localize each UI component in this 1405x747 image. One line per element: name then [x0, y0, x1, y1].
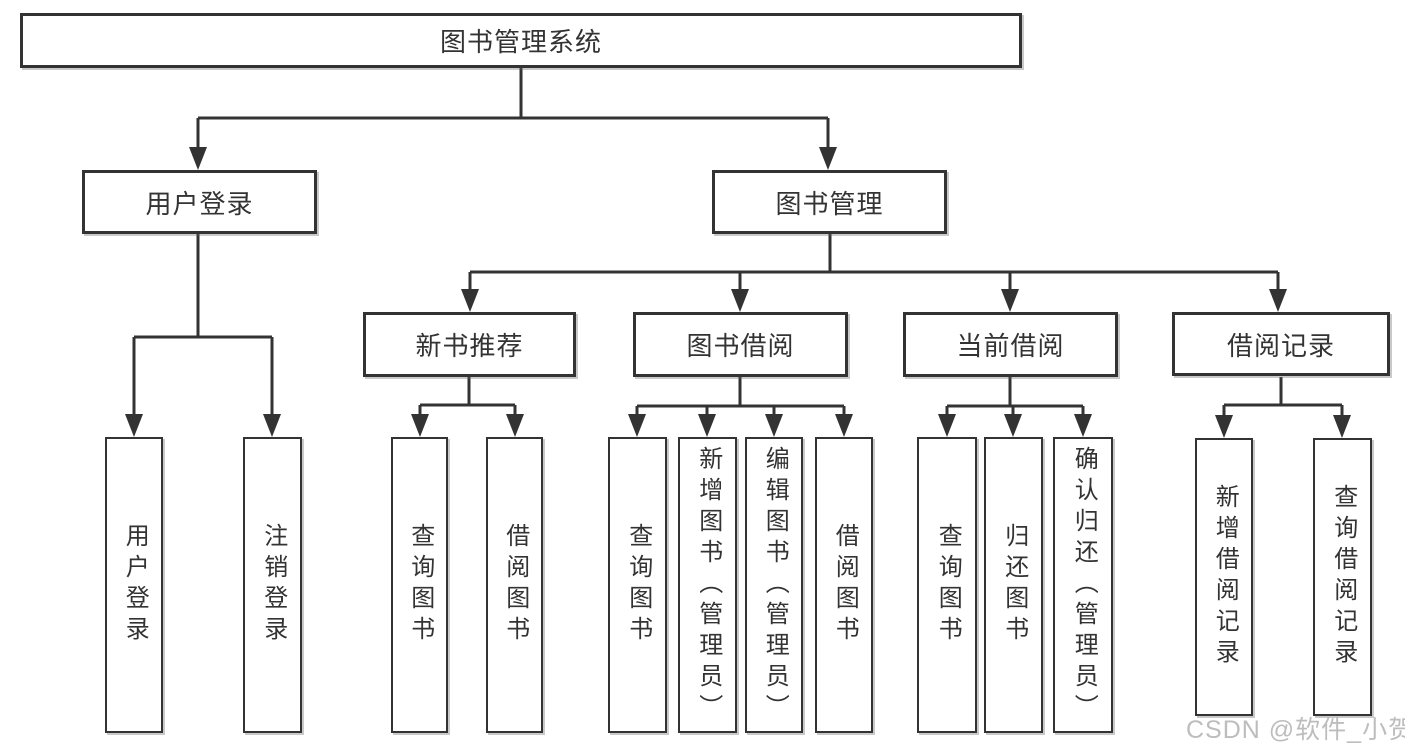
- arrowhead: [1215, 415, 1233, 438]
- leaf-query-books-recommend: 查询图书: [391, 437, 448, 733]
- arrowhead: [263, 414, 281, 437]
- arrowhead: [819, 147, 837, 170]
- csdn-watermark: CSDN @软件_小贺同学: [1186, 716, 1405, 744]
- arrowhead: [1269, 289, 1287, 312]
- node-borrow-records: 借阅记录: [1172, 312, 1390, 376]
- leaf-query-borrow-record-label: 查询借阅记录: [1329, 484, 1357, 670]
- leaf-confirm-return-admin: 确认归还（管理员）: [1053, 437, 1113, 733]
- node-new-book-recommend-label: 新书推荐: [415, 331, 524, 361]
- arrowhead: [125, 414, 143, 437]
- node-book-borrow-label: 图书借阅: [686, 331, 795, 361]
- leaf-add-books-admin: 新增图书（管理员）: [678, 437, 737, 733]
- leaf-borrow-books-label: 借阅图书: [831, 523, 859, 647]
- arrowhead: [461, 289, 479, 312]
- node-book-borrow: 图书借阅: [633, 312, 848, 377]
- node-book-management-label: 图书管理: [775, 188, 884, 219]
- leaf-user-login: 用户登录: [105, 437, 163, 733]
- node-borrow-records-label: 借阅记录: [1226, 330, 1335, 361]
- arrowhead: [765, 414, 783, 437]
- leaf-query-books-borrow-label: 查询图书: [624, 523, 652, 647]
- connector-newbook-to-leaves: [418, 377, 517, 417]
- arrowhead: [731, 289, 749, 312]
- node-user-login-label: 用户登录: [145, 188, 254, 219]
- node-root: 图书管理系统: [20, 13, 1022, 68]
- connector-borrow-to-leaves: [635, 377, 846, 417]
- leaf-query-borrow-record: 查询借阅记录: [1313, 438, 1372, 716]
- node-new-book-recommend: 新书推荐: [363, 312, 576, 377]
- leaf-borrow-books-recommend: 借阅图书: [486, 437, 543, 733]
- node-current-borrow-label: 当前借阅: [956, 331, 1065, 361]
- node-current-borrow: 当前借阅: [903, 312, 1118, 377]
- arrowhead: [938, 414, 956, 437]
- arrowhead: [506, 414, 524, 437]
- node-root-label: 图书管理系统: [439, 27, 602, 57]
- arrowhead: [1001, 289, 1019, 312]
- node-book-management: 图书管理: [712, 170, 947, 234]
- leaf-return-books: 归还图书: [984, 437, 1043, 733]
- arrowhead: [698, 414, 716, 437]
- connector-records-to-leaves: [1222, 377, 1344, 418]
- connector-current-to-leaves: [945, 377, 1085, 417]
- leaf-logout: 注销登录: [243, 437, 302, 733]
- leaf-user-login-label: 用户登录: [121, 523, 149, 647]
- arrowhead: [189, 147, 207, 170]
- arrowhead: [1004, 414, 1022, 437]
- leaf-add-borrow-record-label: 新增借阅记录: [1211, 484, 1239, 670]
- leaf-query-books-current-label: 查询图书: [934, 523, 962, 647]
- leaf-edit-books-admin: 编辑图书（管理员）: [745, 437, 803, 733]
- leaf-borrow-books: 借阅图书: [815, 437, 873, 733]
- leaf-confirm-return-admin-label: 确认归还（管理员）: [1070, 445, 1098, 725]
- leaf-return-books-label: 归还图书: [1000, 523, 1028, 647]
- leaf-add-borrow-record: 新增借阅记录: [1195, 438, 1253, 716]
- connector-userlogin-to-leaves: [132, 233, 274, 417]
- leaf-borrow-books-recommend-label: 借阅图书: [501, 523, 529, 647]
- arrowhead: [835, 414, 853, 437]
- leaf-logout-label: 注销登录: [259, 523, 287, 647]
- leaf-query-books-recommend-label: 查询图书: [406, 523, 434, 647]
- node-user-login: 用户登录: [82, 170, 317, 234]
- arrowhead: [1074, 414, 1092, 437]
- arrowhead: [411, 414, 429, 437]
- leaf-query-books-borrow: 查询图书: [608, 437, 667, 733]
- leaf-add-books-admin-label: 新增图书（管理员）: [694, 445, 722, 725]
- leaf-edit-books-admin-label: 编辑图书（管理员）: [761, 445, 789, 725]
- arrowhead: [1333, 415, 1351, 438]
- arrowhead: [628, 414, 646, 437]
- leaf-query-books-current: 查询图书: [917, 437, 977, 733]
- connector-root-to-level2: [196, 67, 830, 150]
- connector-bookmgmt-to-level3: [468, 233, 1280, 292]
